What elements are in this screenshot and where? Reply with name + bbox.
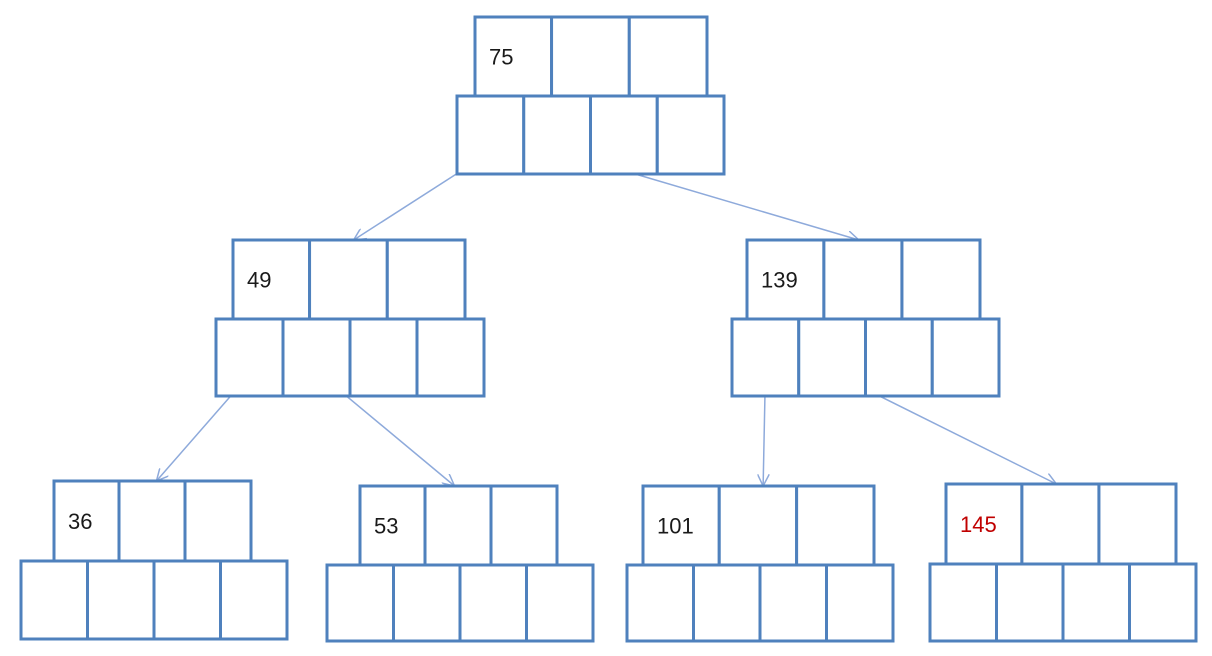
pointer-cell <box>928 562 998 643</box>
key-cell <box>944 482 1024 566</box>
btree-node: 139 <box>730 238 1001 398</box>
key-cell <box>308 238 389 321</box>
pointer-cell <box>1128 562 1198 643</box>
pointer-cell <box>392 563 462 643</box>
pointer-cell <box>995 562 1065 643</box>
key-label: 145 <box>960 512 997 537</box>
key-cell <box>822 238 904 321</box>
pointer-cell <box>797 317 867 398</box>
pointer-cell <box>86 559 156 641</box>
key-cell <box>358 484 427 567</box>
pointer-cell <box>455 94 526 176</box>
key-cell <box>1097 482 1178 566</box>
pointer-cell <box>589 94 659 176</box>
pointer-cell <box>655 94 726 176</box>
key-cell <box>627 15 709 98</box>
pointer-cell <box>458 563 528 643</box>
btree-node: 101 <box>625 484 895 643</box>
btree-node: 53 <box>325 484 595 643</box>
pointer-cell <box>825 563 895 643</box>
pointer-cell <box>281 317 352 398</box>
pointer-cell <box>152 559 222 641</box>
key-cell <box>423 484 493 567</box>
key-label: 75 <box>489 45 513 70</box>
nodes-layer: 75 49 139 36 53 101 145 <box>19 15 1198 643</box>
pointer-cell <box>930 317 1001 398</box>
pointer-cell <box>522 94 592 176</box>
pointer-cell <box>219 559 289 641</box>
key-label: 36 <box>68 509 92 534</box>
key-cell <box>641 484 721 567</box>
pointer-cell <box>692 563 762 643</box>
key-cell <box>183 479 253 563</box>
pointer-cell <box>415 317 486 398</box>
key-label: 49 <box>247 268 271 293</box>
pointer-cell <box>325 563 395 643</box>
pointer-cell <box>864 317 934 398</box>
key-label: 139 <box>761 268 798 293</box>
key-cell <box>900 238 982 321</box>
key-label: 53 <box>374 514 398 539</box>
pointer-cell <box>214 317 285 398</box>
key-cell <box>117 479 187 563</box>
pointer-cell <box>730 317 801 398</box>
btree-node: 36 <box>19 479 289 641</box>
btree-node: 75 <box>455 15 726 176</box>
pointer-cell <box>625 563 695 643</box>
pointer-cell <box>758 563 828 643</box>
key-cell <box>1020 482 1101 566</box>
key-label: 101 <box>657 514 694 539</box>
btree-node: 145 <box>928 482 1198 643</box>
pointer-cell <box>19 559 89 641</box>
pointer-cell <box>525 563 595 643</box>
key-cell <box>717 484 799 567</box>
key-cell <box>385 238 467 321</box>
btree-node: 49 <box>214 238 486 398</box>
key-cell <box>795 484 876 567</box>
key-cell <box>550 15 631 98</box>
key-cell <box>489 484 559 567</box>
pointer-cell <box>348 317 419 398</box>
pointer-cell <box>1061 562 1131 643</box>
